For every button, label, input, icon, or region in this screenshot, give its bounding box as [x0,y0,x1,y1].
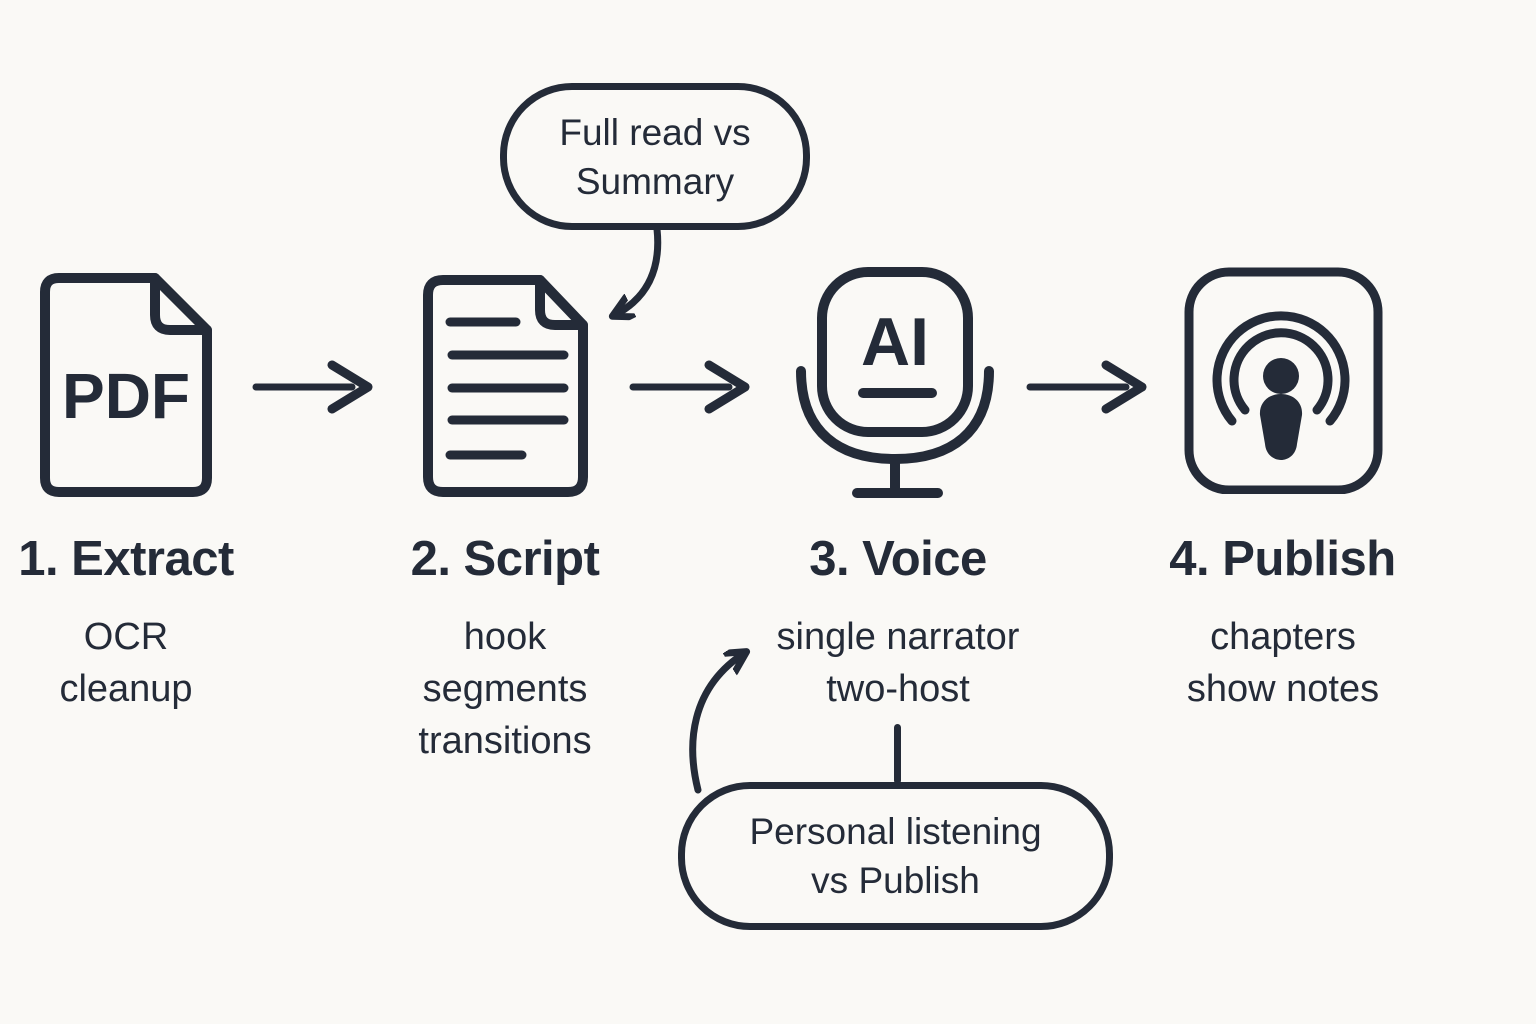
callout-line: vs Publish [811,860,980,901]
personal-listening-vs-publish-callout: Personal listening vs Publish [678,782,1113,930]
flow-arrow-2 [629,360,750,414]
detail-line: chapters [1210,616,1356,658]
full-read-vs-summary-callout: Full read vs Summary [500,83,810,230]
detail-line: transitions [418,720,592,762]
detail-line: single narrator [776,616,1020,658]
detail-line: segments [422,668,588,710]
script-document-icon [423,275,588,497]
podcast-outer-ring [1212,311,1350,426]
pdf-file-icon: PDF [40,273,212,497]
step-2-details: hook segments transitions [375,611,635,767]
mic-capsule [817,267,973,437]
voice-to-callout-connector [894,724,901,784]
step-1-title: 1. Extract [18,532,234,586]
bottom-callout-arrow [689,628,765,794]
flow-arrow-3 [1026,360,1147,414]
script-page-outline [423,275,588,497]
podcast-app-tile [1184,267,1383,494]
step-3-details: single narrator two-host [748,611,1048,715]
pdf-label: PDF [62,360,190,432]
flow-arrow-1 [252,360,373,414]
top-callout-arrow [585,225,662,327]
detail-line: show notes [1186,668,1380,710]
podcast-icon [1184,267,1383,494]
script-fold-corner [535,275,588,330]
ai-label: AI [861,304,929,380]
detail-line: OCR [83,616,169,658]
podcast-person-body [1259,394,1303,460]
ai-microphone-icon: AI [796,267,994,498]
step-2-title: 2. Script [410,532,600,586]
detail-line: two-host [826,668,970,710]
callout-line: Full read vs [559,111,751,153]
detail-line: cleanup [59,668,193,710]
step-1-details: OCR cleanup [0,611,256,715]
callout-line: Personal listening [749,811,1042,852]
step-4-details: chapters show notes [1133,611,1433,715]
podcast-person-head [1263,358,1299,394]
podcast-inner-ring [1229,328,1333,415]
step-4-title: 4. Publish [1169,532,1396,586]
pdf-fold-corner [150,273,212,335]
detail-line: hook [463,616,547,658]
pdf-page-outline [40,273,212,497]
step-3-title: 3. Voice [809,532,987,586]
callout-line: Summary [575,160,735,202]
